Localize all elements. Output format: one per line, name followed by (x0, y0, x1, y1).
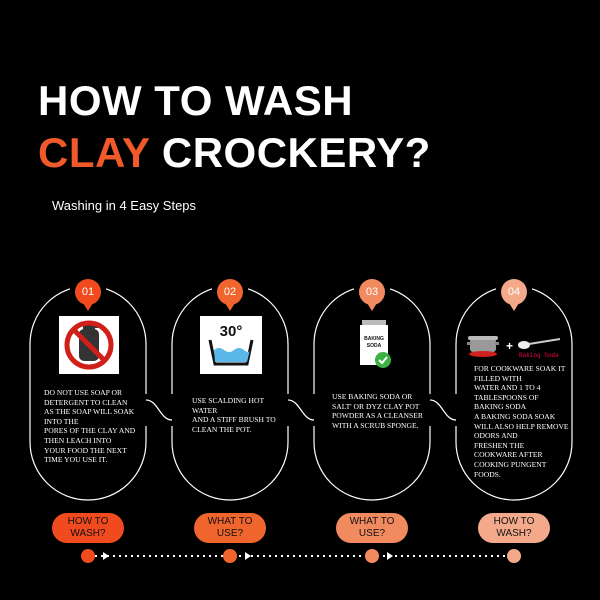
step-2-text: USE SCALDING HOT WATER AND A STIFF BRUSH… (192, 396, 276, 434)
svg-text:SODA: SODA (367, 343, 382, 349)
step-4-pill: HOW TO WASH? (478, 513, 550, 543)
connector-1-2 (145, 399, 173, 421)
step-2-badge: 02 (217, 279, 243, 311)
step-1-text: DO NOT USE SOAP OR DETERGENT TO CLEAN AS… (44, 388, 136, 465)
timeline-dot-1 (81, 549, 95, 563)
step-4-badge: 04 (501, 279, 527, 311)
title-line-1: HOW TO WASH (38, 77, 354, 124)
title-line-2: CLAY CROCKERY? (38, 132, 431, 174)
svg-text:BAKING: BAKING (364, 336, 384, 342)
step-2-pill: WHAT TO USE? (194, 513, 266, 543)
title-rest: CROCKERY? (161, 129, 431, 176)
baking-soda-label: Baking Soda (519, 352, 559, 359)
step-3-text: USE BAKING SODA OR SALT' OR DYZ CLAY POT… (332, 392, 423, 430)
connector-3-4 (429, 399, 457, 421)
step-4-text: FOR COOKWARE SOAK IT FILLED WITH WATER A… (474, 364, 569, 479)
wash-temp-label: 30° (220, 323, 243, 340)
subtitle: Washing in 4 Easy Steps (52, 198, 197, 213)
step-1-pill: HOW TO WASH? (52, 513, 124, 543)
baking-soda-can-icon: BAKING SODA (360, 320, 391, 368)
title-accent-word: CLAY (38, 129, 150, 176)
pot-plus-spoon-icon: + (467, 336, 561, 357)
no-spray-bottle-icon (59, 316, 119, 374)
timeline-dot-2 (223, 549, 237, 563)
wash-30-degrees-icon: 30° (200, 316, 262, 374)
step-3-badge: 03 (359, 279, 385, 311)
svg-text:+: + (506, 339, 513, 353)
timeline-dot-4 (507, 549, 521, 563)
connector-2-3 (287, 399, 315, 421)
timeline-dot-3 (365, 549, 379, 563)
step-1-badge: 01 (75, 279, 101, 311)
step-3-pill: WHAT TO USE? (336, 513, 408, 543)
